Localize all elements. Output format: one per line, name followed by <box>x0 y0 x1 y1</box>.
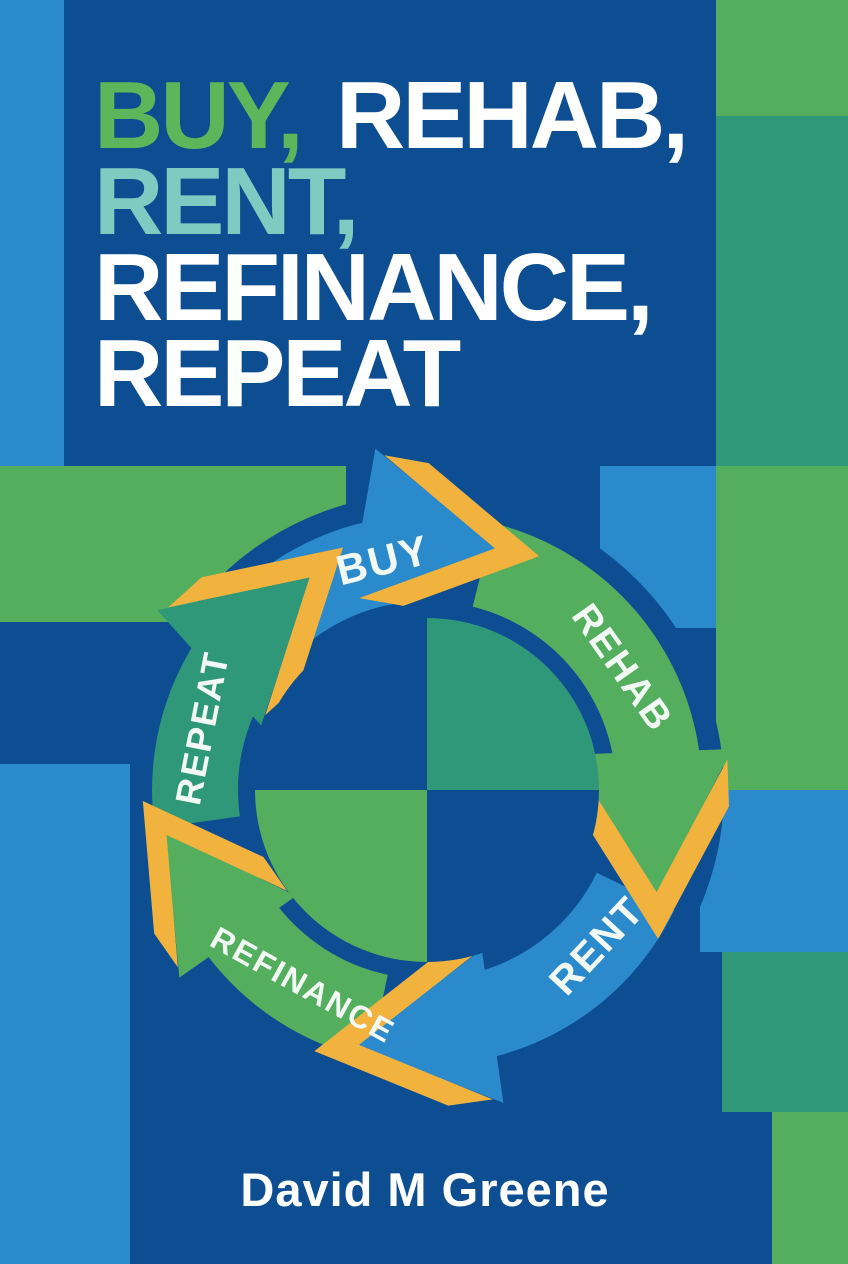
title-word-repeat: REPEAT <box>94 320 461 427</box>
cycle-diagram: BUY REHAB RENT REFINANCE REPEAT <box>130 448 733 1106</box>
arrow-gold-chevron <box>359 455 540 606</box>
arrowhead-refinance-to-repeat <box>142 801 297 978</box>
arrow-tip <box>157 575 312 726</box>
arrow-gold-chevron <box>142 801 288 968</box>
arrow-tip <box>356 949 504 1103</box>
title-block: BUY, REHAB, RENT, REFINANCE, REPEAT <box>94 62 689 427</box>
bg-left-strip-bright-blue <box>0 0 64 466</box>
inner-quadrant-top-left <box>255 618 427 790</box>
arrow-gold-chevron <box>576 759 729 939</box>
arrow-gold-chevron <box>168 547 344 716</box>
arrowhead-buy-to-rehab <box>348 448 540 606</box>
bg-lowright-teal <box>722 952 848 1112</box>
arrow-gold-chevron <box>314 955 493 1106</box>
inner-disc <box>255 618 599 962</box>
arrowhead-rehab-to-rent <box>571 749 733 939</box>
arrow-tip <box>571 749 733 895</box>
arrow-tip <box>348 448 498 602</box>
title-word-rent: RENT, <box>94 148 356 255</box>
bg-midright-green <box>716 466 848 790</box>
bg-right-teal <box>716 116 848 468</box>
arrowhead-rent-to-refinance <box>314 949 504 1106</box>
inner-quadrant-bottom-right <box>427 790 599 962</box>
title-word-rehab: REHAB, <box>336 62 686 169</box>
bg-topright-green <box>716 0 848 116</box>
inner-quadrant-top-right <box>427 618 599 790</box>
bg-bottomleft-bright-blue <box>0 764 130 1264</box>
author-name: David M Greene <box>240 1163 609 1216</box>
title-word-refinance: REFINANCE, <box>94 234 651 341</box>
arrow-tip <box>165 833 297 978</box>
arrowhead-repeat-to-buy <box>157 547 344 726</box>
inner-quadrant-bottom-left <box>255 790 427 962</box>
title-word-buy: BUY, <box>94 62 301 169</box>
bg-lowright-bright-blue <box>700 790 848 952</box>
bg-bottomright-green <box>772 1112 848 1264</box>
